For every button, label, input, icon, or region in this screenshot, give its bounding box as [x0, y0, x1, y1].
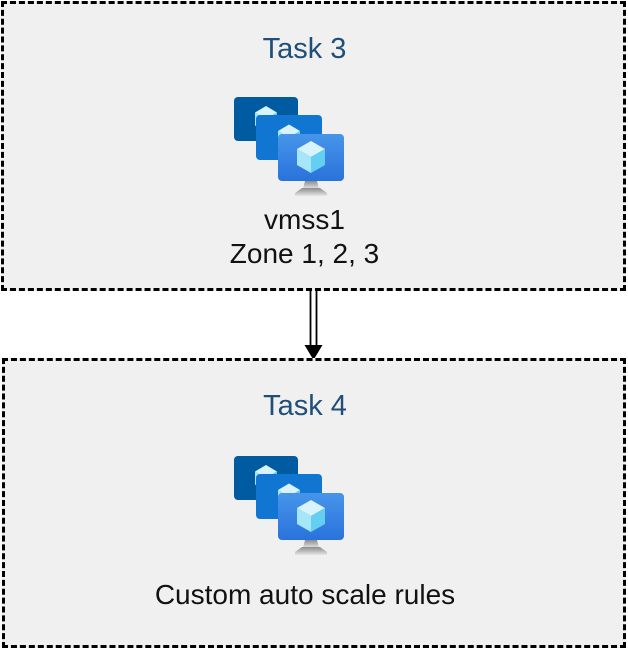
- monitor-stand-neck: [302, 181, 319, 189]
- monitor-stand-base: [294, 188, 327, 196]
- task3-title: Task 3: [262, 33, 347, 65]
- task3-box: Task 3: [1, 1, 626, 291]
- vm-scale-sets-icon: [234, 456, 344, 555]
- task4-title: Task 4: [263, 390, 347, 422]
- zones-label: Zone 1, 2, 3: [229, 238, 380, 269]
- autoscale-rules-label: Custom auto scale rules: [154, 579, 456, 610]
- task4-box: Task 4: [2, 358, 626, 648]
- vm-scale-sets-icon: [233, 97, 344, 196]
- monitor-front-icon: [277, 134, 344, 196]
- task3-caption: vmss1 Zone 1, 2, 3: [230, 203, 379, 271]
- task4-caption: Custom auto scale rules: [155, 578, 455, 612]
- monitor-stand-base: [295, 547, 327, 555]
- monitor-front-icon: [278, 493, 344, 555]
- monitor-stand-neck: [303, 540, 319, 548]
- vmss-name-label: vmss1: [264, 204, 345, 235]
